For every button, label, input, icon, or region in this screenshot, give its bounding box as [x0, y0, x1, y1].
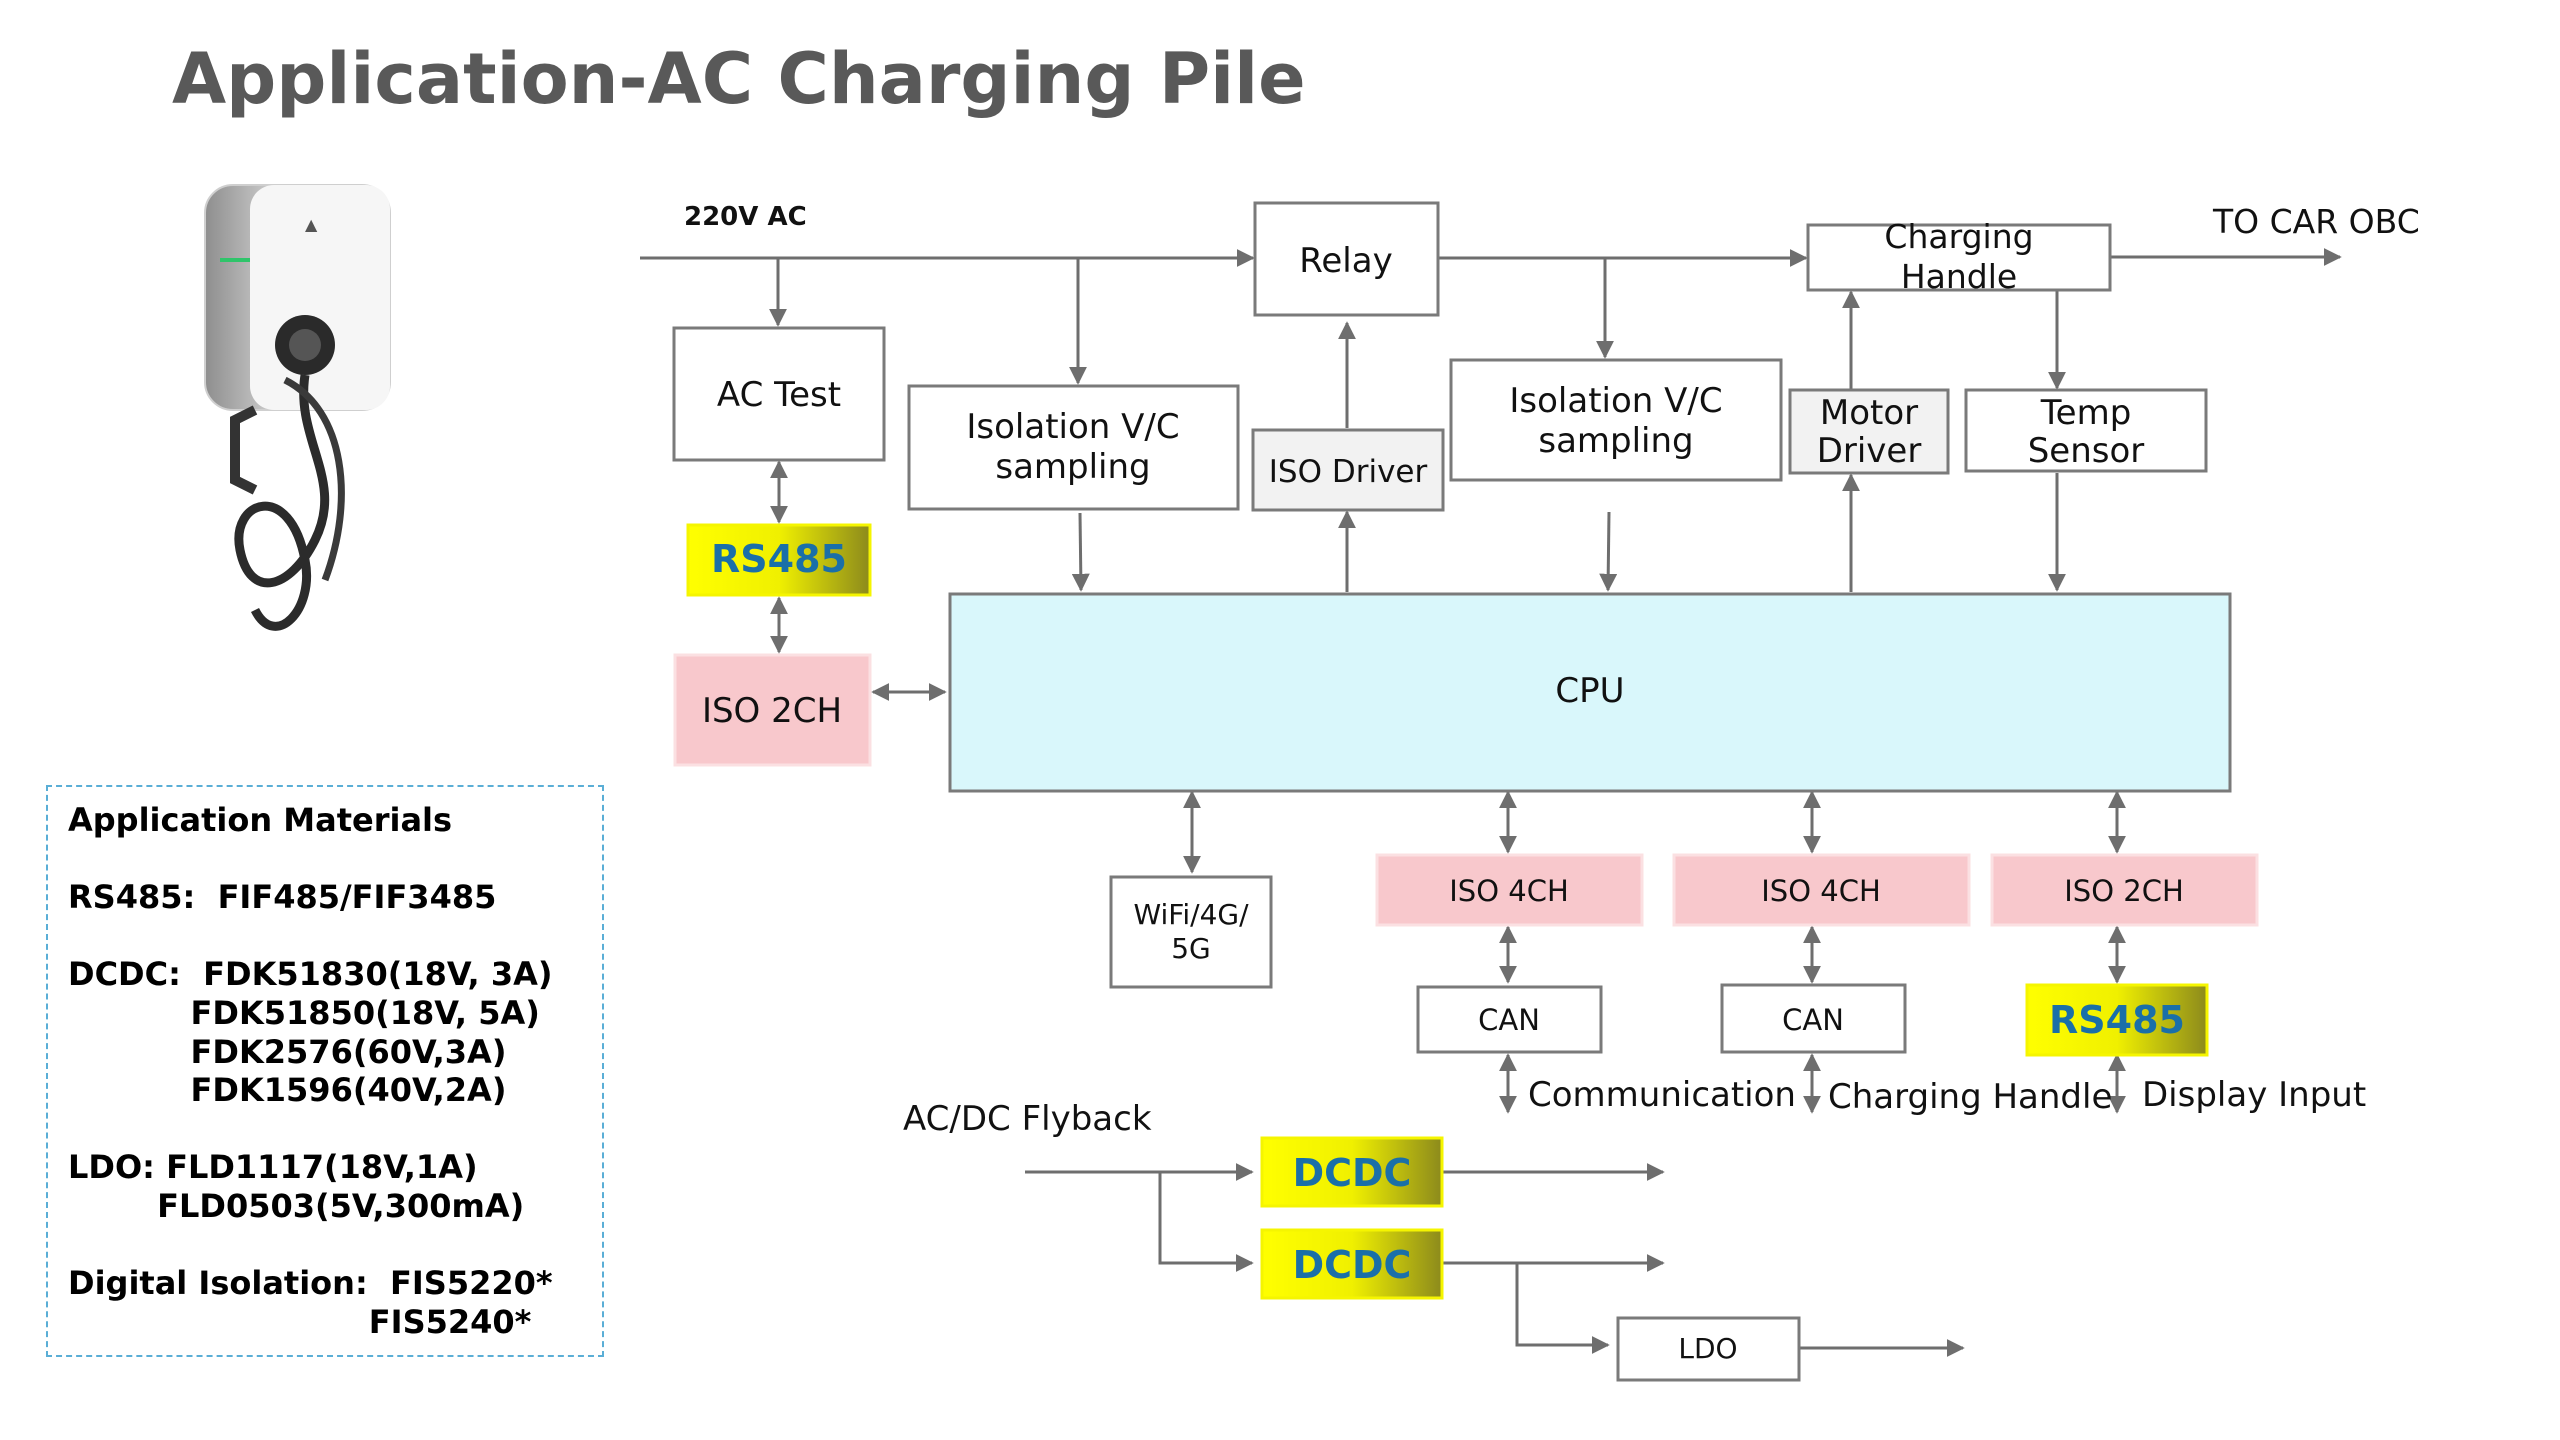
charging-pile-image: ▲ [204, 184, 391, 631]
flyback-label: AC/DC Flyback [903, 1099, 1152, 1139]
can-block-2 [1720, 983, 1907, 1054]
rs485-block-left [686, 523, 872, 597]
iso-2ch-block-left [673, 653, 872, 767]
materials-iso-2: FIS5240* [68, 1302, 532, 1341]
iso-4ch-label-2: ISO 4CH [1761, 874, 1881, 908]
iso-driver-block [1251, 428, 1445, 512]
materials-dcdc-2: FDK51850(18V, 5A) [68, 993, 540, 1032]
rs485-block-right [2025, 983, 2209, 1057]
motor-driver-label-1: Motor [1820, 393, 1918, 433]
charging-handle-output-label: Charging Handle [1828, 1077, 2112, 1117]
materials-dcdc-3: FDK2576(60V,3A) [68, 1032, 507, 1071]
iso-4ch-block-1 [1375, 853, 1644, 927]
dcdc-label-2: DCDC [1293, 1243, 1412, 1287]
dcdc-block-2 [1260, 1228, 1444, 1300]
iso-2ch-label-right: ISO 2CH [2064, 874, 2184, 908]
isolation-vc-sampling-block-2 [1449, 358, 1783, 482]
can-label-1: CAN [1478, 1003, 1540, 1037]
materials-rs485: RS485: FIF485/FIF3485 [68, 878, 497, 917]
isolation-vc-label-1a: Isolation V/C [966, 407, 1179, 447]
dcdc-label-1: DCDC [1293, 1151, 1412, 1195]
ac-input-label: 220V AC [684, 202, 807, 232]
iso-driver-label: ISO Driver [1269, 454, 1428, 490]
ac-test-label: AC Test [717, 375, 841, 415]
wifi-label-1: WiFi/4G/ [1133, 898, 1249, 931]
display-input-label: Display Input [2142, 1075, 2366, 1115]
charging-handle-label-2: Handle [1901, 257, 2017, 296]
rs485-label-left: RS485 [711, 537, 847, 581]
ac-test-block [672, 326, 886, 462]
page-title: Application-AC Charging Pile [172, 38, 1306, 120]
cpu-label: CPU [1555, 671, 1624, 711]
materials-dcdc-1: DCDC: FDK51830(18V, 3A) [68, 955, 553, 994]
materials-heading: Application Materials [68, 801, 453, 839]
wifi-label-2: 5G [1171, 932, 1211, 965]
materials-iso-1: Digital Isolation: FIS5220* [68, 1264, 553, 1303]
ldo-block [1616, 1316, 1801, 1382]
isolation-vc-label-2a: Isolation V/C [1509, 381, 1722, 421]
temp-sensor-label-1: Temp [2040, 393, 2132, 433]
ldo-label: LDO [1678, 1332, 1737, 1365]
iso-2ch-label-left: ISO 2CH [702, 691, 842, 731]
application-materials-panel: Application Materials RS485: FIF485/FIF3… [46, 785, 604, 1357]
charging-handle-block [1806, 223, 2112, 292]
materials-ldo-1: LDO: FLD1117(18V,1A) [68, 1148, 478, 1187]
charging-handle-label-1: Charging [1884, 217, 2033, 256]
cpu-block [948, 592, 2232, 793]
iso-4ch-block-2 [1672, 853, 1971, 927]
iso-2ch-block-right [1990, 853, 2259, 927]
isolation-vc-label-1b: sampling [995, 447, 1150, 487]
materials-dcdc-4: FDK1596(40V,2A) [68, 1071, 507, 1110]
isolation-vc-label-2b: sampling [1538, 421, 1693, 461]
isolation-vc-sampling-block-1 [907, 384, 1240, 511]
temp-sensor-block [1964, 388, 2208, 473]
motor-driver-block [1788, 388, 1950, 475]
temp-sensor-label-2: Sensor [2028, 431, 2145, 471]
dcdc-block-1 [1260, 1136, 1444, 1208]
can-block-1 [1416, 985, 1603, 1054]
rs485-label-right: RS485 [2049, 998, 2185, 1042]
to-car-obc-label: TO CAR OBC [2212, 202, 2420, 241]
motor-driver-label-2: Driver [1817, 431, 1922, 471]
communication-label: Communication [1528, 1075, 1796, 1115]
materials-ldo-2: FLD0503(5V,300mA) [68, 1186, 525, 1225]
relay-label: Relay [1299, 241, 1392, 281]
can-label-2: CAN [1782, 1003, 1844, 1037]
relay-block [1253, 201, 1440, 317]
iso-4ch-label-1: ISO 4CH [1449, 874, 1569, 908]
svg-text:▲: ▲ [305, 215, 318, 234]
wifi-block [1109, 875, 1273, 989]
